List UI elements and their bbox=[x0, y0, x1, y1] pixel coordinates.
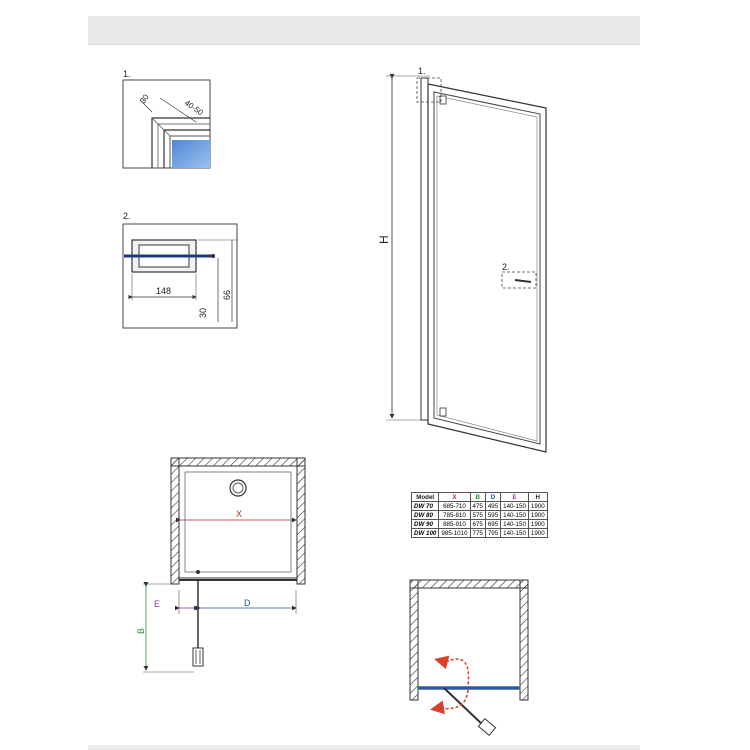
spec-cell-e: 140-150 bbox=[500, 510, 529, 520]
detail-2-label: 2. bbox=[123, 211, 131, 221]
spec-cell-b: 675 bbox=[469, 519, 486, 529]
spec-cell-b: 775 bbox=[469, 528, 486, 538]
spec-cell-e: 140-150 bbox=[500, 519, 529, 529]
door-callout-1: 1. bbox=[418, 66, 426, 76]
spec-table-header-row: Model X B D E H bbox=[410, 492, 548, 502]
footer-bar bbox=[88, 745, 640, 750]
spec-table-row: DW 80 785-810 575 595 140-150 1900 bbox=[410, 510, 548, 520]
spec-table-row: DW 90 885-910 675 695 140-150 1900 bbox=[410, 519, 548, 529]
detail-2-dim-height: 66 bbox=[222, 290, 232, 300]
plan-dim-e: E bbox=[154, 599, 160, 609]
spec-header-h: H bbox=[527, 492, 548, 502]
spec-cell-model: DW 80 bbox=[410, 510, 440, 520]
detail-2-dim-depth: 30 bbox=[198, 308, 208, 318]
spec-cell-model: DW 100 bbox=[410, 528, 440, 538]
door-callout-2: 2. bbox=[502, 262, 510, 272]
spec-cell-h: 1900 bbox=[527, 528, 548, 538]
door-elevation: H 1. 2. bbox=[377, 66, 547, 453]
spec-cell-model: DW 90 bbox=[410, 519, 440, 529]
spec-cell-d: 495 bbox=[484, 501, 502, 511]
swing-diagram bbox=[409, 579, 529, 737]
spec-cell-x: 885-910 bbox=[438, 519, 471, 529]
detail-2-dim-width: 148 bbox=[156, 286, 171, 296]
spec-cell-e: 140-150 bbox=[500, 528, 529, 538]
detail-1: 1. 30 40-50 bbox=[122, 69, 211, 169]
spec-cell-e: 140-150 bbox=[500, 501, 529, 511]
header-bar bbox=[88, 16, 640, 45]
detail-2: 2. 148 30 66 bbox=[122, 211, 238, 329]
spec-cell-h: 1900 bbox=[527, 519, 548, 529]
spec-cell-x: 985-1010 bbox=[438, 528, 471, 538]
spec-cell-h: 1900 bbox=[527, 501, 548, 511]
door-height-label: H bbox=[377, 235, 391, 244]
spec-cell-model: DW 70 bbox=[410, 501, 440, 511]
spec-header-e: E bbox=[500, 492, 529, 502]
plan-view: X E D B bbox=[136, 457, 306, 673]
spec-table: Model X B D E H DW 70 685-710 475 495 14… bbox=[410, 492, 548, 538]
spec-table-row: DW 100 985-1010 775 795 140-150 1900 bbox=[410, 528, 548, 538]
detail-1-label: 1. bbox=[123, 69, 131, 79]
spec-header-model: Model bbox=[410, 492, 440, 502]
spec-cell-b: 475 bbox=[469, 501, 486, 511]
spec-header-d: D bbox=[484, 492, 502, 502]
plan-dim-b: B bbox=[136, 628, 146, 634]
spec-header-x: X bbox=[438, 492, 471, 502]
spec-cell-d: 795 bbox=[484, 528, 502, 538]
spec-cell-b: 575 bbox=[469, 510, 486, 520]
spec-cell-x: 785-810 bbox=[438, 510, 471, 520]
plan-dim-d: D bbox=[244, 598, 251, 608]
spec-cell-h: 1900 bbox=[527, 510, 548, 520]
spec-cell-x: 685-710 bbox=[438, 501, 471, 511]
plan-dim-x: X bbox=[236, 509, 242, 519]
spec-cell-d: 695 bbox=[484, 519, 502, 529]
spec-header-b: B bbox=[469, 492, 486, 502]
spec-table-row: DW 70 685-710 475 495 140-150 1900 bbox=[410, 501, 548, 511]
spec-cell-d: 595 bbox=[484, 510, 502, 520]
